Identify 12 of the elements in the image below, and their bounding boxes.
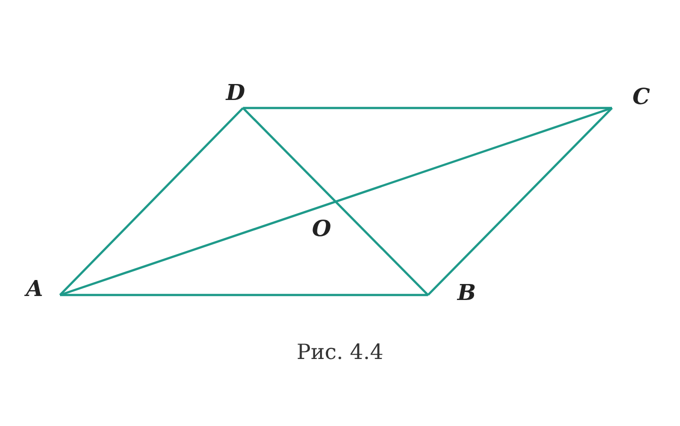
vertex-label: C	[612, 86, 650, 108]
vertex-label: B	[428, 282, 476, 304]
vertex-label: D	[226, 82, 258, 108]
line-segment	[243, 106, 612, 110]
figure-caption: Рис. 4.4	[296, 340, 384, 364]
line-segment	[242, 107, 429, 296]
line-segment	[427, 107, 613, 296]
line-segment	[59, 107, 244, 296]
vertex-label: A	[26, 278, 60, 298]
line-segment	[60, 106, 612, 296]
point-label: O	[312, 218, 332, 240]
line-segment	[60, 294, 428, 296]
